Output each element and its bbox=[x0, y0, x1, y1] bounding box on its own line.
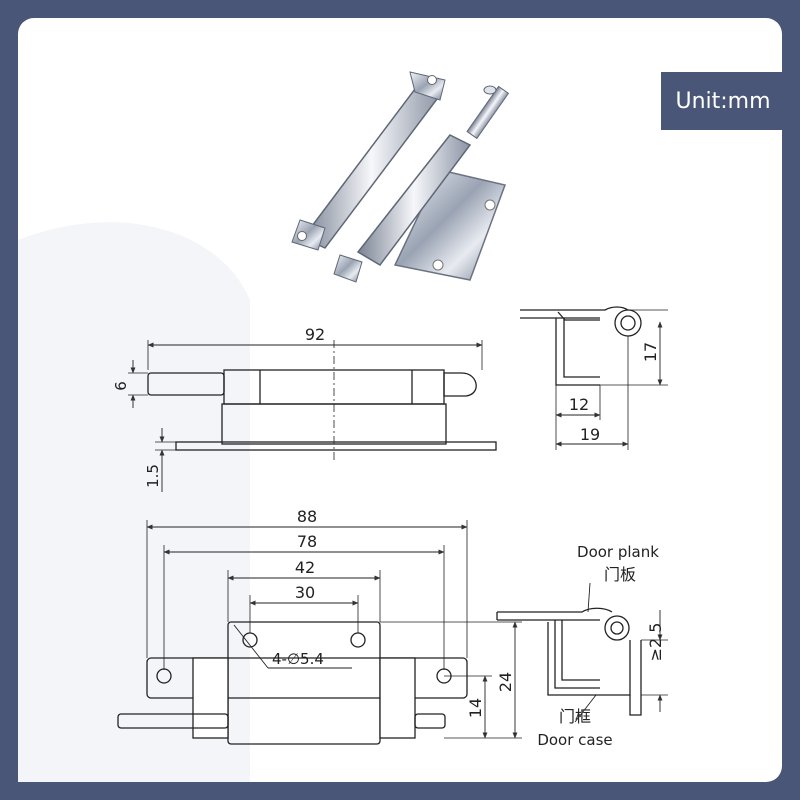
dim-42-label: 42 bbox=[295, 558, 315, 577]
dim-2-5-label: ≥2.5 bbox=[646, 623, 665, 662]
dim-12-label: 12 bbox=[569, 395, 589, 414]
dim-14-label: 14 bbox=[466, 698, 485, 718]
door-plank-cn-label: 门板 bbox=[604, 565, 636, 584]
unit-badge: Unit:mm bbox=[661, 72, 785, 130]
background-swoosh bbox=[18, 222, 250, 782]
elevation-view bbox=[128, 340, 497, 492]
door-plank-label: Door plank bbox=[577, 543, 659, 561]
dim-92-label: 92 bbox=[305, 325, 325, 344]
hole-spec-label: 4-∅5.4 bbox=[272, 650, 324, 668]
dim-19-label: 19 bbox=[580, 425, 600, 444]
side-profile-view bbox=[520, 306, 668, 450]
dim-6-label: 6 bbox=[112, 381, 130, 391]
dim-1-5-label: 1.5 bbox=[144, 464, 162, 488]
dim-78-label: 78 bbox=[297, 532, 317, 551]
dim-30-label: 30 bbox=[295, 583, 315, 602]
installation-detail bbox=[496, 582, 668, 723]
door-case-cn-label: 门框 bbox=[559, 707, 591, 726]
plan-view bbox=[117, 520, 522, 745]
dim-88-label: 88 bbox=[297, 507, 317, 526]
dim-24-label: 24 bbox=[496, 672, 515, 692]
door-case-label: Door case bbox=[537, 731, 612, 749]
hinge-photo bbox=[291, 71, 510, 283]
dim-17-label: 17 bbox=[641, 342, 660, 362]
